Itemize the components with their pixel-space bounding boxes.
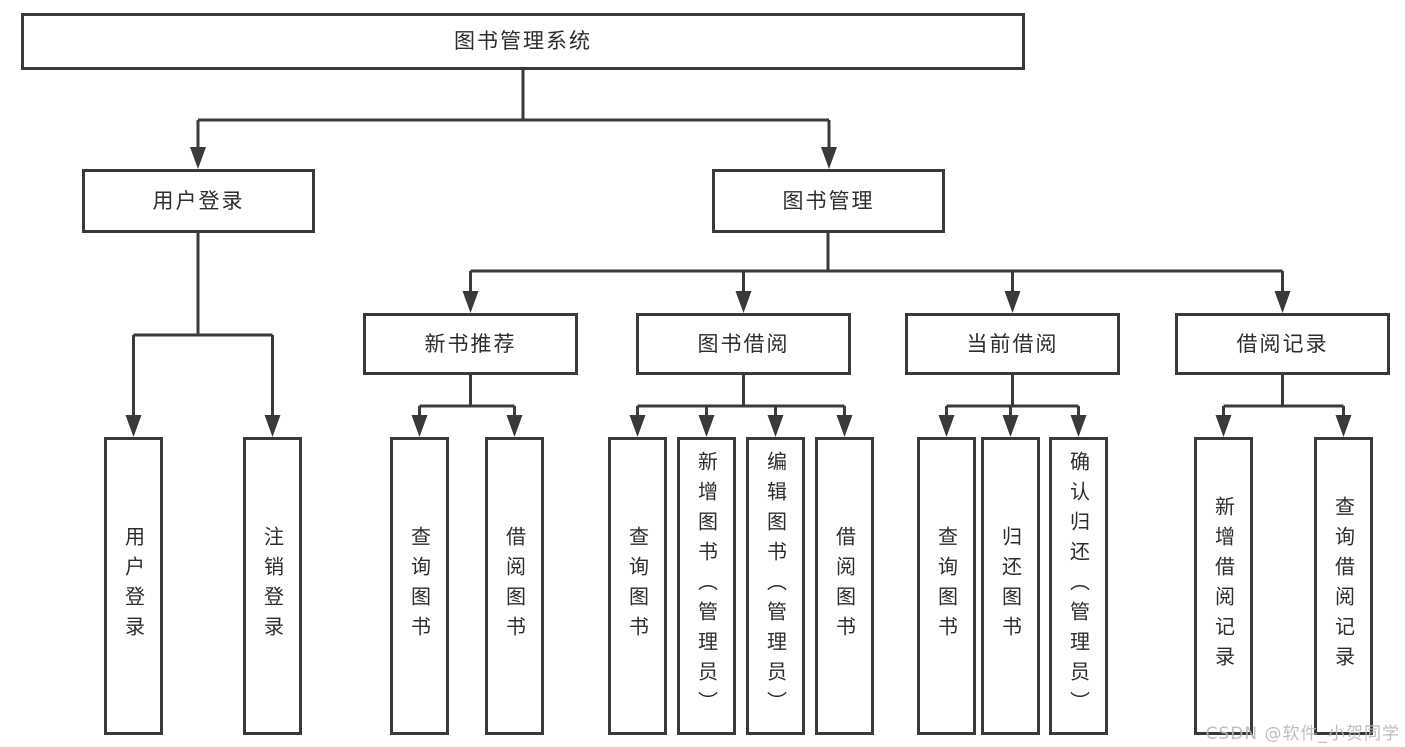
leaf-query-borrow-record-label: 查询借阅记录 [1331,496,1356,676]
leaf-borrow-books-recommend: 借阅图书 [485,437,544,735]
connector-userlogin-to-leaves [132,233,274,420]
connector-newbooks-to-leaves [418,375,516,420]
node-new-book-recommend: 新书推荐 [363,313,578,375]
leaf-borrow-books-recommend-label: 借阅图书 [502,526,527,646]
connector-bookmgmt-to-level3 [469,233,1284,296]
leaf-edit-books-admin: 编辑图书（管理员） [746,437,805,735]
node-book-management: 图书管理 [712,169,945,233]
node-new-book-recommend-label: 新书推荐 [424,331,517,356]
node-current-borrow-label: 当前借阅 [966,331,1059,356]
connector-current-to-leaves [945,375,1080,420]
node-borrow-records: 借阅记录 [1175,313,1390,375]
leaf-logout: 注销登录 [243,437,302,735]
leaf-borrow-books-label: 借阅图书 [832,526,857,646]
node-user-login-label: 用户登录 [152,188,245,213]
leaf-query-books-recommend-label: 查询图书 [407,526,432,646]
node-book-management-label: 图书管理 [782,188,875,213]
connector-borrow-to-leaves [636,375,846,420]
leaf-edit-books-admin-label: 编辑图书（管理员） [763,451,788,721]
arrowheads [125,147,1352,437]
csdn-watermark: CSDN @软件_小贺同学 [1205,724,1400,744]
node-user-login: 用户登录 [82,169,315,233]
leaf-query-books-current: 查询图书 [917,437,976,735]
leaf-add-borrow-record-label: 新增借阅记录 [1211,496,1236,676]
leaf-user-login-label: 用户登录 [121,526,146,646]
leaf-query-books-current-label: 查询图书 [934,526,959,646]
node-root-system: 图书管理系统 [21,13,1025,70]
node-book-borrow: 图书借阅 [636,313,851,375]
leaf-add-books-admin: 新增图书（管理员） [677,437,736,735]
leaf-add-books-admin-label: 新增图书（管理员） [694,451,719,721]
leaf-query-books-borrow: 查询图书 [608,437,667,735]
connector-records-to-leaves [1222,375,1345,420]
connector-root-to-level2 [196,70,831,162]
leaf-query-borrow-record: 查询借阅记录 [1314,437,1373,735]
leaf-confirm-return-admin: 确认归还（管理员） [1049,437,1108,735]
leaf-user-login: 用户登录 [104,437,163,735]
leaf-return-books-label: 归还图书 [998,526,1023,646]
leaf-logout-label: 注销登录 [260,526,285,646]
leaf-borrow-books: 借阅图书 [815,437,874,735]
leaf-query-books-recommend: 查询图书 [390,437,449,735]
node-book-borrow-label: 图书借阅 [697,331,790,356]
node-root-label: 图书管理系统 [454,29,592,53]
node-borrow-records-label: 借阅记录 [1236,331,1329,356]
leaf-confirm-return-admin-label: 确认归还（管理员） [1066,451,1091,721]
leaf-return-books: 归还图书 [981,437,1040,735]
node-current-borrow: 当前借阅 [905,313,1120,375]
leaf-add-borrow-record: 新增借阅记录 [1194,437,1253,735]
leaf-query-books-borrow-label: 查询图书 [625,526,650,646]
